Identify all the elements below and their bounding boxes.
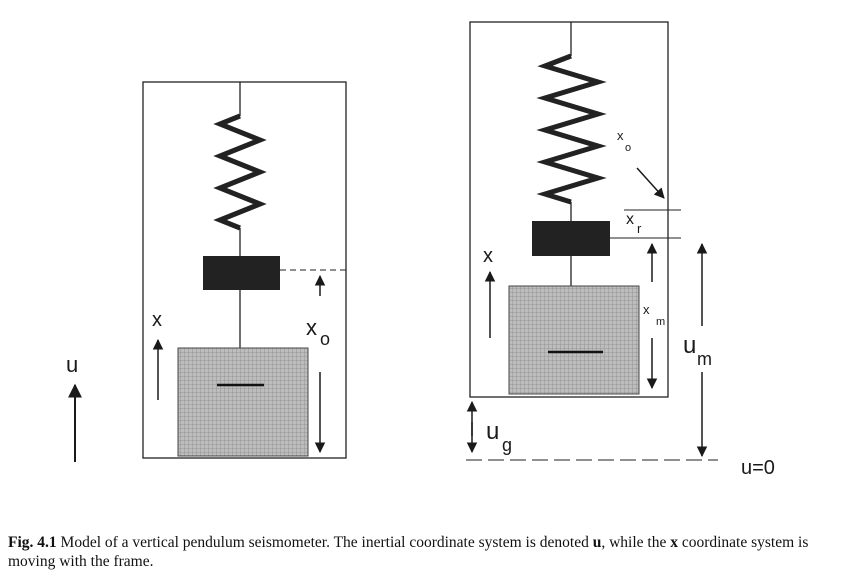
caption-text-1: Model of a vertical pendulum seismometer… [56, 534, 593, 551]
right-base-block [508, 285, 640, 395]
u-label: u [66, 352, 78, 377]
ug-subscript: g [502, 435, 512, 455]
figure-caption: Fig. 4.1 Model of a vertical pendulum se… [8, 533, 834, 571]
inertial-u-axis: u [66, 352, 82, 462]
right-xo-label: x [617, 128, 624, 143]
caption-bold-x: x [670, 534, 678, 551]
figure-label: Fig. 4.1 [8, 534, 57, 551]
left-x-label: x [152, 309, 162, 331]
right-xr-subscript: r [637, 221, 642, 236]
left-spring [213, 113, 267, 231]
right-xr-label: x [626, 211, 634, 228]
caption-text-2: , while the [601, 534, 671, 551]
left-xo-label: x [306, 315, 317, 340]
xm-label: x [643, 302, 650, 317]
left-base-block [177, 347, 309, 457]
um-subscript: m [697, 349, 712, 369]
right-x-label: x [483, 245, 493, 267]
right-xo-subscript: o [625, 142, 631, 154]
right-mass [532, 221, 610, 256]
xo-diagonal-arrow [636, 167, 665, 199]
xm-subscript: m [656, 316, 665, 328]
left-xo-subscript: o [320, 329, 330, 349]
caption-text-3: coordinate system is moving with the fra… [8, 534, 809, 570]
caption-bold-u: u [592, 534, 602, 551]
right-model: x o x r x x m u m u g u=0 [466, 21, 775, 479]
u0-label: u=0 [741, 457, 775, 479]
left-model: x x o [142, 81, 347, 459]
ug-label: u [486, 418, 499, 445]
right-spring [536, 53, 607, 205]
seismometer-diagram: u x x o x o x r [66, 21, 775, 479]
left-mass [203, 256, 280, 290]
um-label: u [683, 332, 696, 359]
